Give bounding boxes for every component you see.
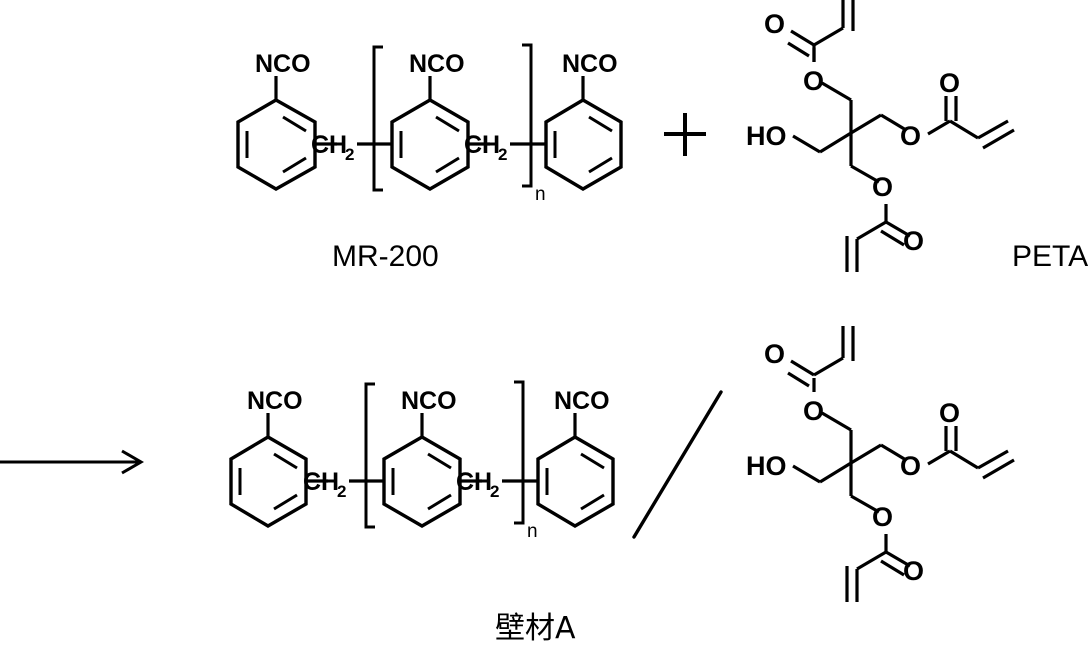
nco-label-2: NCO xyxy=(409,50,465,78)
nco-label-4: NCO xyxy=(247,387,303,415)
benzene-ring-2 xyxy=(390,98,470,191)
ch2-label-1: CH xyxy=(311,131,347,159)
right-bracket-bottom xyxy=(514,380,525,525)
left-bracket-bottom xyxy=(364,382,375,529)
ch2-label-3: CH xyxy=(303,468,339,496)
carbonyl-oxygen-bottom-3: O xyxy=(903,556,924,586)
carbonyl-oxygen-bottom-1: O xyxy=(764,339,785,369)
carbonyl-oxygen-top-2: O xyxy=(939,68,960,98)
ester-oxygen-top-3: O xyxy=(872,172,893,202)
right-bracket-top xyxy=(522,43,533,188)
reaction-arrow xyxy=(0,449,144,475)
ch2-subscript-1: 2 xyxy=(345,145,354,164)
ester-oxygen-bottom-1: O xyxy=(803,396,824,426)
label-wall-material-a: 壁材A xyxy=(495,611,576,645)
benzene-ring-3 xyxy=(544,98,623,191)
carbonyl-oxygen-bottom-2: O xyxy=(939,398,960,428)
benzene-ring-5 xyxy=(382,435,462,528)
hydroxyl-label-bottom: HO xyxy=(746,451,787,481)
nco-label-3: NCO xyxy=(562,50,618,78)
label-mr200: MR-200 xyxy=(332,240,439,273)
ch2-subscript-4: 2 xyxy=(490,482,499,501)
ester-oxygen-top-1: O xyxy=(803,66,824,96)
nco-label-6: NCO xyxy=(554,387,610,415)
ester-oxygen-top-2: O xyxy=(900,121,921,151)
hydroxyl-label-top: HO xyxy=(746,121,787,151)
peta-structure-bottom: HO O O O O O O xyxy=(746,326,1015,602)
ch2-label-2: CH xyxy=(464,131,500,159)
ester-oxygen-bottom-3: O xyxy=(872,502,893,532)
nco-label-5: NCO xyxy=(401,387,457,415)
plus-icon xyxy=(664,113,706,156)
ch2-subscript-2: 2 xyxy=(498,145,507,164)
ch2-subscript-3: 2 xyxy=(337,482,346,501)
benzene-ring-6 xyxy=(536,435,615,528)
carbonyl-oxygen-top-3: O xyxy=(903,226,924,256)
label-peta: PETA xyxy=(1012,240,1089,273)
benzene-ring-4 xyxy=(229,435,308,528)
benzene-ring-1 xyxy=(236,98,317,191)
left-bracket-top xyxy=(372,45,383,192)
ester-oxygen-bottom-2: O xyxy=(900,451,921,481)
carbonyl-oxygen-top-1: O xyxy=(764,9,785,39)
diagonal-separator xyxy=(632,390,723,539)
peta-structure-top: HO O O O O xyxy=(746,0,1015,272)
repeat-subscript-bottom: n xyxy=(527,521,538,542)
repeat-subscript-top: n xyxy=(535,184,546,205)
nco-label-1: NCO xyxy=(255,50,311,78)
ch2-label-4: CH xyxy=(456,468,492,496)
